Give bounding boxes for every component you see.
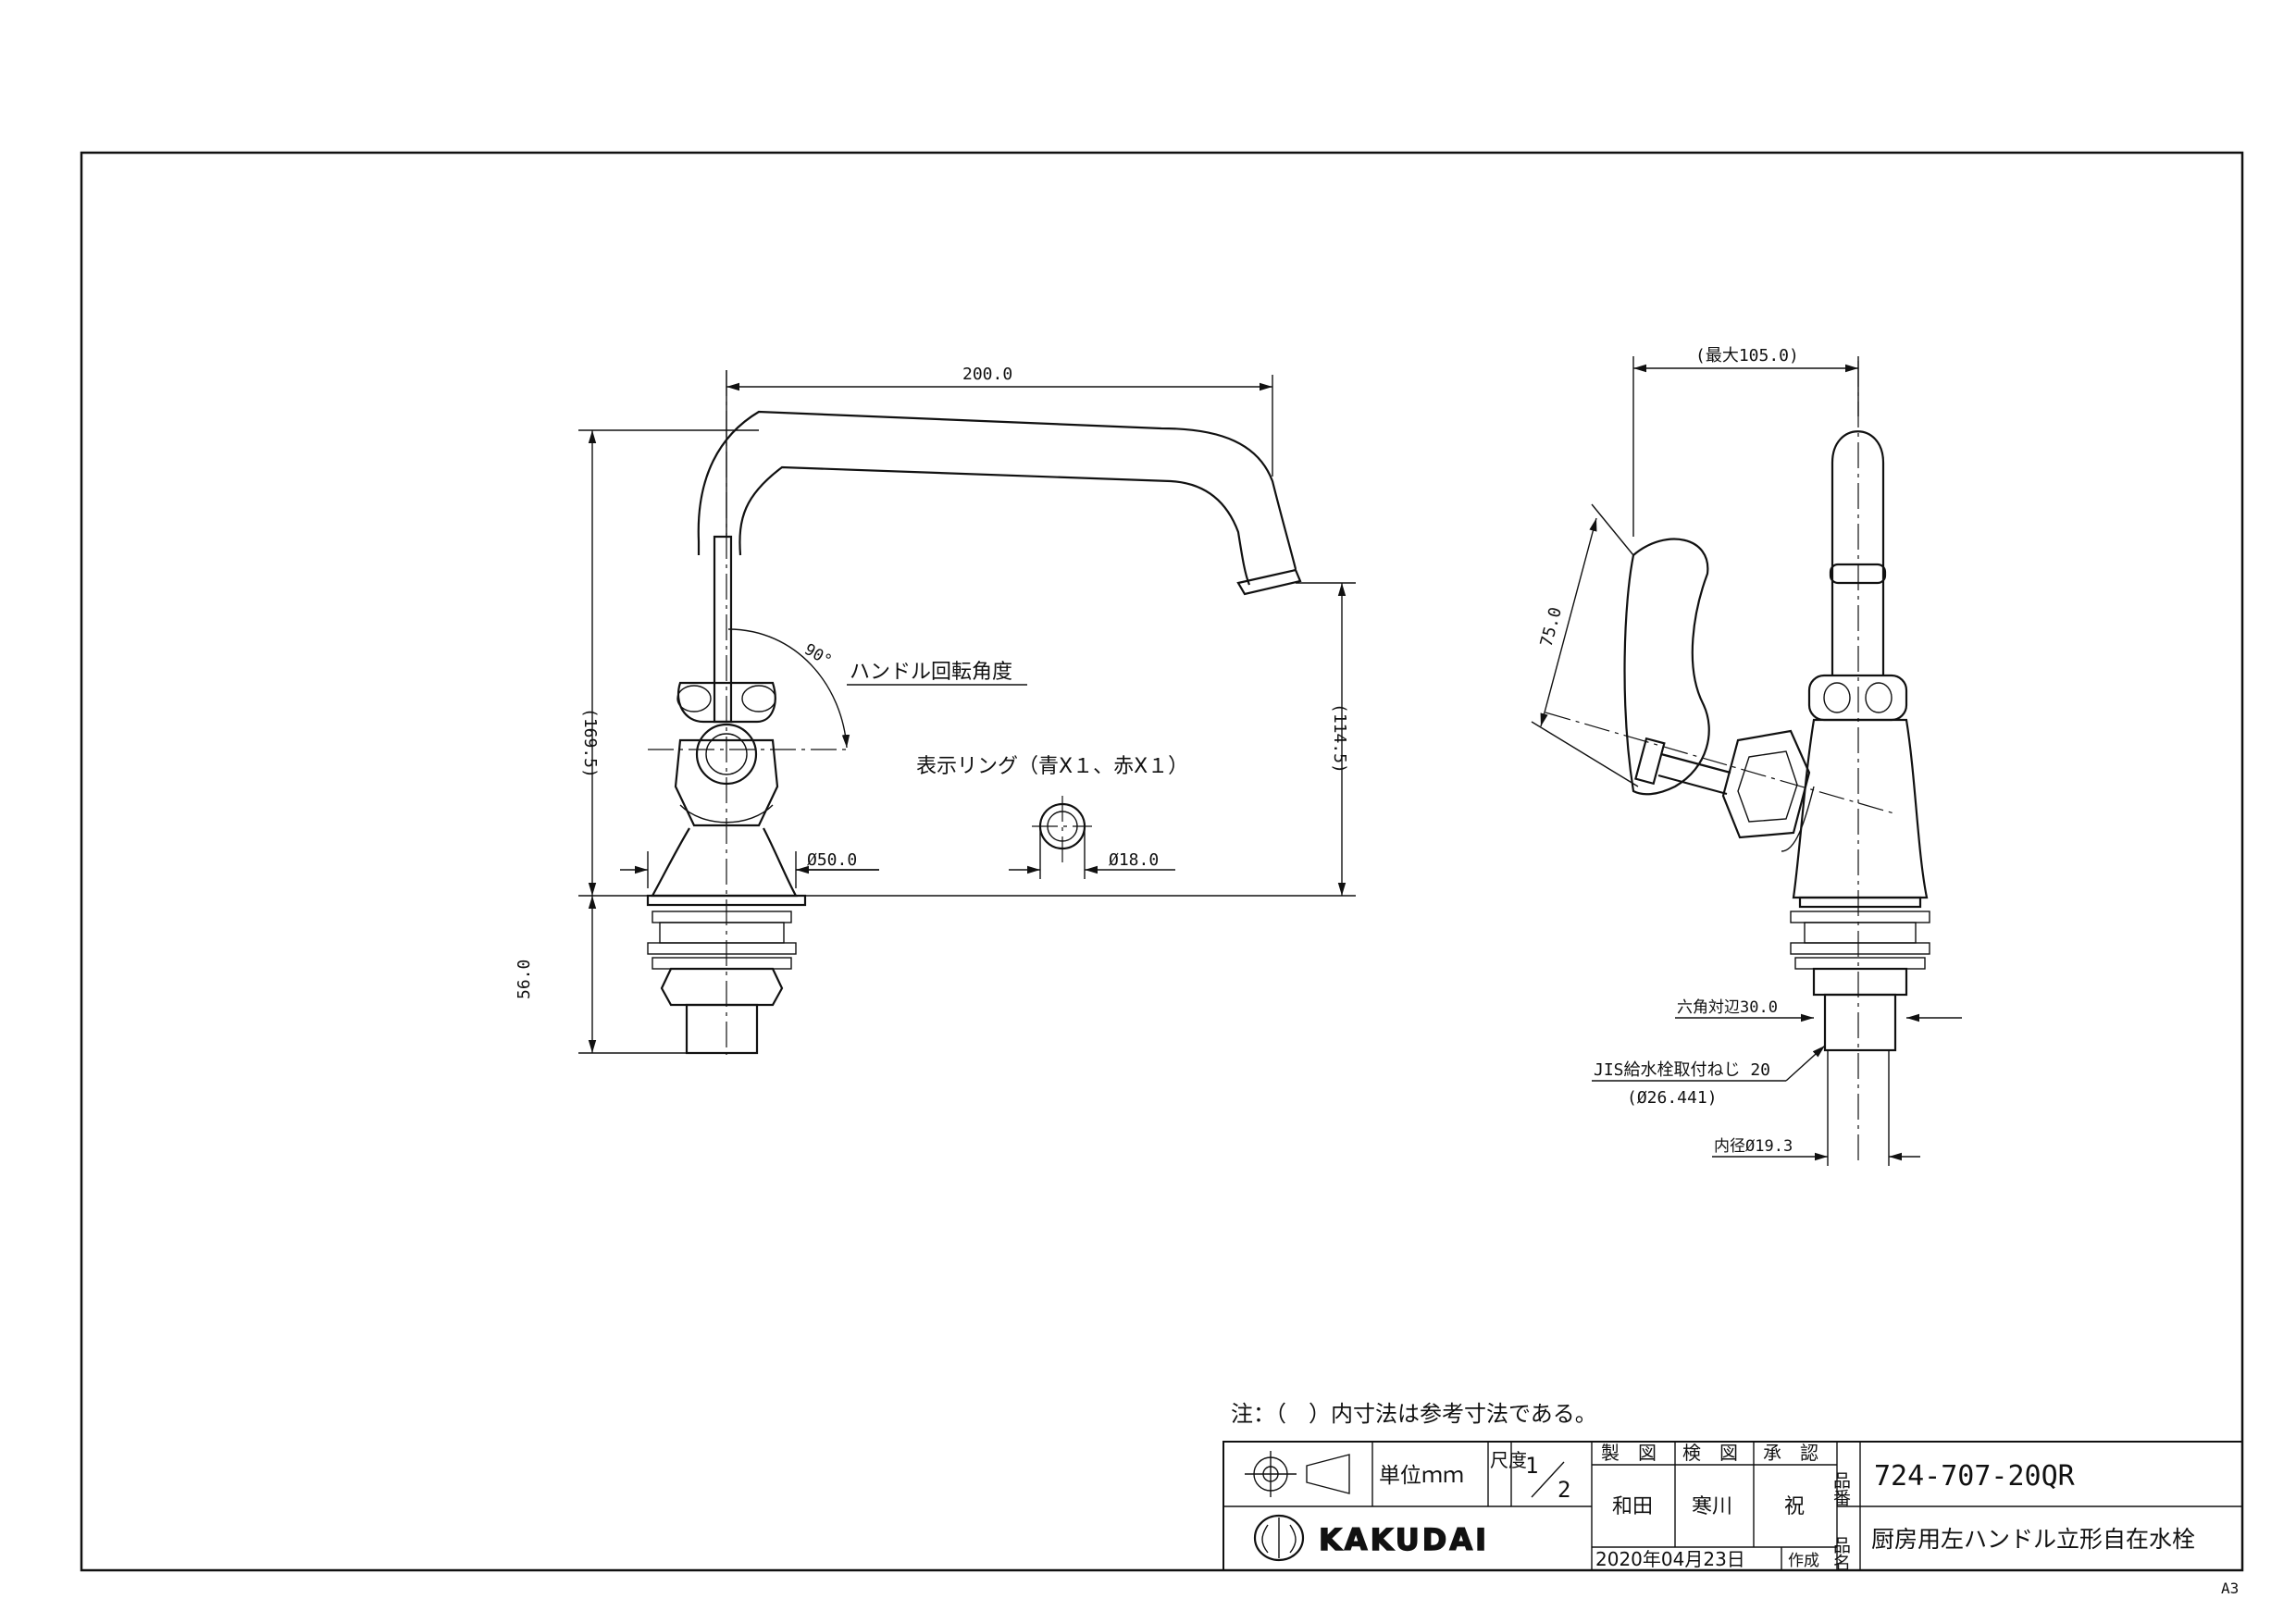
approved-label: 承 認 (1763, 1442, 1818, 1464)
dim-base-diameter: Ø50.0 (807, 850, 857, 870)
dim-thread-diameter: (Ø26.441) (1627, 1088, 1718, 1108)
side-valve-hex (1721, 729, 1811, 839)
scale-den: 2 (1558, 1477, 1570, 1503)
note-text: 注：（ ）内寸法は参考寸法である。 (1231, 1401, 1597, 1427)
date: 2020年04月23日 (1595, 1548, 1745, 1570)
approved-by: 祝 (1784, 1495, 1805, 1518)
dim-inner-diameter: 内径Ø19.3 (1714, 1137, 1793, 1156)
indicator-ring-label: 表示リング（青X１、赤X１） (916, 755, 1188, 778)
unit-label: 単位ｍｍ (1379, 1464, 1464, 1488)
packing (659, 922, 785, 944)
faucet-body (651, 827, 798, 898)
checked-label: 検 図 (1682, 1442, 1738, 1464)
spout-inner (738, 465, 1251, 586)
title-block: 単位ｍｍ 尺度 1 2 製 図 検 図 承 認 和田 寒川 祝 2020年04月… (1222, 1441, 2243, 1571)
handle-cap-right (741, 685, 776, 712)
dim-spout-height: (114.5) (1330, 703, 1349, 774)
dim-total-height: (169.5) (580, 708, 600, 778)
drawn-by: 和田 (1612, 1495, 1653, 1518)
dim-hex: 六角対辺30.0 (1677, 998, 1778, 1017)
scale-num: 1 (1525, 1453, 1538, 1479)
sheet-size: A3 (2221, 1580, 2239, 1597)
side-stem-centerline (1545, 712, 1898, 815)
side-stem-knurl (1634, 737, 1666, 786)
spout-tip (1236, 568, 1302, 596)
side-thread (1823, 993, 1897, 1052)
checked-by: 寒川 (1692, 1495, 1732, 1518)
washer-top (652, 911, 792, 923)
dim-handle-length: 75.0 (1537, 605, 1567, 649)
sheet-border (80, 151, 2244, 1572)
third-angle-projection-icon (1245, 1451, 1350, 1497)
valve-stem-ring-inner (705, 733, 748, 775)
handle-cap-left (676, 685, 712, 712)
angle-label: 90° (801, 640, 836, 671)
handle-rotation-label: ハンドル回転角度 (850, 661, 1012, 684)
valve-body (674, 738, 779, 827)
part-name-label: 品名 (1831, 1536, 1851, 1571)
created-label: 作成 (1788, 1552, 1819, 1570)
rotation-arc (727, 628, 850, 749)
scale-label: 尺度 (1490, 1449, 1527, 1471)
kakudai-logo-icon: KAKUDAI (1253, 1514, 1489, 1562)
company-logo-text: KAKUDAI (1319, 1522, 1489, 1557)
part-name: 厨房用左ハンドル立形自在水栓 (1871, 1526, 2195, 1553)
side-handle-lever (1623, 538, 1710, 796)
dim-75-line (1540, 517, 1597, 727)
dim-ring-hole: Ø18.0 (1109, 850, 1159, 870)
side-view: (最大105.0) 75.0 六角対辺30.0 JIS給水栓取付ねじ 20 (Ø… (1531, 346, 1962, 1166)
dim-max-depth: (最大105.0) (1695, 346, 1799, 365)
hex-nut (660, 967, 784, 1007)
side-body (1792, 718, 1929, 899)
dim-below-counter: 56.0 (515, 960, 534, 999)
spout-outer (697, 410, 1297, 570)
side-base-plate (1798, 896, 1922, 909)
thread-shank (685, 1003, 759, 1055)
side-spout (1831, 430, 1885, 675)
part-no: 724-707-20QR (1874, 1460, 2076, 1493)
dim-spout-length: 200.0 (962, 365, 1012, 384)
drawn-label: 製 図 (1601, 1442, 1657, 1464)
side-hex-nut (1812, 967, 1908, 997)
front-view: 90° ハンドル回転角度 表示リング（青X１、赤X１） 200.0 (169.5… (515, 365, 1356, 1055)
washer-mid (647, 942, 797, 955)
dim-thread: JIS給水栓取付ねじ 20 (1594, 1060, 1770, 1080)
part-no-label: 品番 (1831, 1471, 1851, 1506)
washer-bottom (652, 957, 792, 970)
